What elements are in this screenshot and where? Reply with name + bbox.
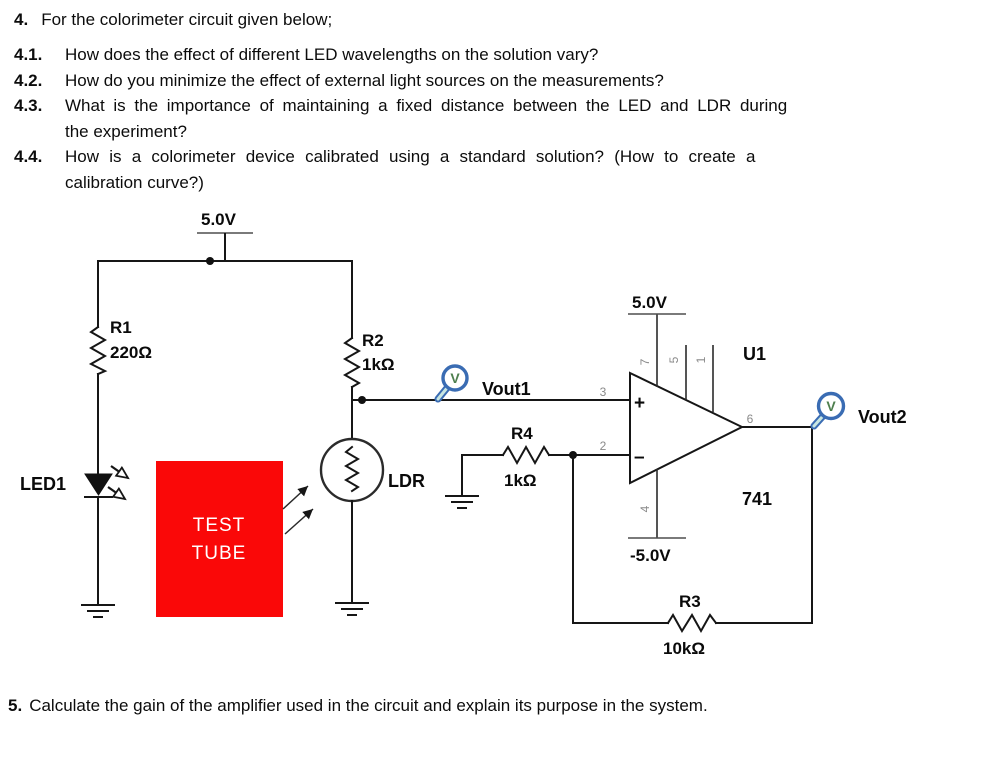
probe-handle bbox=[436, 386, 449, 401]
probe-ring-icon bbox=[816, 391, 846, 421]
question-item-4-4-cont: calibration curve?) bbox=[14, 170, 894, 196]
probe-v-letter: V bbox=[450, 370, 460, 386]
question-text: the experiment? bbox=[65, 121, 187, 141]
probe-handle bbox=[812, 414, 825, 428]
junction-dot bbox=[206, 257, 214, 265]
test-tube-block: TEST TUBE bbox=[156, 461, 314, 617]
probe-ring-icon bbox=[441, 364, 469, 392]
u1-designator: U1 bbox=[743, 344, 766, 364]
supply-5v-opamp: 5.0V bbox=[628, 293, 686, 315]
question-number: 4.4. bbox=[14, 147, 43, 167]
r1-label: R1 bbox=[110, 318, 132, 337]
test-tube-text-line2: TUBE bbox=[192, 543, 247, 564]
supply-minus5v-opamp: -5.0V bbox=[628, 537, 686, 565]
led-emission-arrow bbox=[107, 486, 125, 499]
resistor-r1: R1 220Ω bbox=[88, 318, 152, 376]
vout1-label: Vout1 bbox=[482, 379, 531, 399]
pin-2-label: 2 bbox=[600, 439, 607, 453]
question-item-4-2: 4.2. How do you minimize the effect of e… bbox=[14, 68, 894, 94]
question-text: calibration curve?) bbox=[65, 172, 204, 192]
r2-value: 1kΩ bbox=[362, 355, 395, 374]
led1: LED1 bbox=[20, 465, 128, 499]
r1-value: 220Ω bbox=[110, 343, 152, 362]
supply-5v-left: 5.0V bbox=[197, 210, 253, 261]
top-rail-wire bbox=[97, 257, 353, 339]
pin-4-label: 4 bbox=[638, 505, 652, 512]
question-number: 4.3. bbox=[14, 96, 43, 116]
light-arrow-to-ldr bbox=[282, 485, 309, 510]
supply-label-5v-opamp: 5.0V bbox=[632, 293, 668, 312]
pin-1-label: 1 bbox=[694, 356, 708, 363]
test-tube-text-line1: TEST bbox=[193, 515, 246, 536]
question-number: 5. bbox=[8, 696, 23, 715]
r4-value: 1kΩ bbox=[504, 471, 537, 490]
question-text: How do you minimize the effect of extern… bbox=[65, 70, 664, 90]
question-item-4-4: 4.4. How is a colorimeter device calibra… bbox=[14, 144, 894, 170]
opamp-plus-sign: + bbox=[634, 393, 645, 414]
opamp-u1: + – 3 2 6 7 5 1 4 U1 741 bbox=[600, 314, 772, 538]
supply-label-5v-left: 5.0V bbox=[201, 210, 237, 229]
vout2-label: Vout2 bbox=[858, 407, 907, 427]
voltage-probe-vout1: V Vout1 bbox=[434, 364, 531, 403]
led-triangle bbox=[84, 473, 113, 496]
ldr: LDR bbox=[319, 437, 425, 503]
r4-label: R4 bbox=[511, 424, 533, 443]
supply-label-minus5v: -5.0V bbox=[630, 546, 671, 565]
pin-7-label: 7 bbox=[638, 358, 652, 365]
led-emission-arrow bbox=[110, 465, 128, 478]
resistor-r4: R4 1kΩ bbox=[461, 424, 631, 497]
question-item-4-3-cont: the experiment? bbox=[14, 119, 894, 145]
ground-symbol-ldr bbox=[335, 602, 369, 616]
opamp-part-number: 741 bbox=[742, 489, 772, 509]
opamp-minus-sign: – bbox=[634, 447, 645, 468]
pin-6-label: 6 bbox=[747, 412, 754, 426]
ground-symbol-r4 bbox=[445, 495, 479, 509]
r3-value: 10kΩ bbox=[663, 639, 705, 658]
pin-3-label: 3 bbox=[600, 385, 607, 399]
light-arrow-to-ldr bbox=[284, 508, 314, 535]
question-item-4-1: 4.1. How does the effect of different LE… bbox=[14, 42, 894, 68]
question-number: 4.1. bbox=[14, 45, 43, 64]
question-text: For the colorimeter circuit given below; bbox=[41, 10, 333, 29]
feedback-path: R3 10kΩ bbox=[572, 426, 813, 658]
question-text: How does the effect of different LED wav… bbox=[65, 45, 599, 64]
question-number: 4.2. bbox=[14, 70, 43, 90]
ldr-label: LDR bbox=[388, 471, 425, 491]
probe-v-letter: V bbox=[826, 398, 836, 414]
test-tube-rect bbox=[156, 461, 283, 617]
question-number: 4. bbox=[14, 10, 29, 29]
voltage-probe-vout2: V Vout2 bbox=[810, 391, 907, 430]
question-text: What is the importance of maintaining a … bbox=[65, 96, 788, 116]
ground-symbol-led bbox=[81, 604, 115, 618]
question-4-items: 4.1. How does the effect of different LE… bbox=[14, 42, 894, 196]
led-label: LED1 bbox=[20, 474, 66, 494]
question-5: 5. Calculate the gain of the amplifier us… bbox=[8, 693, 708, 719]
question-text: Calculate the gain of the amplifier used… bbox=[29, 696, 708, 715]
r3-label: R3 bbox=[679, 592, 701, 611]
question-text: How is a colorimeter device calibrated u… bbox=[65, 147, 756, 167]
question-item-4-3: 4.3. What is the importance of maintaini… bbox=[14, 93, 894, 119]
junction-dot bbox=[358, 396, 366, 404]
resistor-r2: R2 1kΩ bbox=[342, 331, 395, 389]
question-4-heading: 4. For the colorimeter circuit given belo… bbox=[14, 7, 332, 33]
r2-label: R2 bbox=[362, 331, 384, 350]
pin-5-label: 5 bbox=[667, 356, 681, 363]
